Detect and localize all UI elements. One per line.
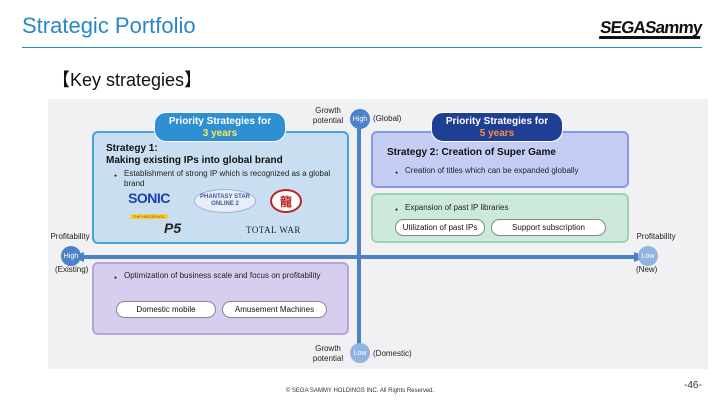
strategy-1-title-line1: Strategy 1:: [106, 143, 158, 154]
optimization-box: ● Optimization of business scale and foc…: [92, 262, 349, 335]
strategy-2-bullet: ● Creation of titles which can be expand…: [395, 166, 623, 178]
section-heading: 【Key strategies】: [52, 70, 203, 90]
sonic-logo-subtitle: THE HEDGEHOG: [129, 214, 169, 219]
page-number: -46-: [684, 380, 702, 391]
page-title: Strategic Portfolio: [22, 13, 196, 38]
profit-low-marker: Low: [638, 246, 658, 266]
strategy-1-bullet: ● Establishment of strong IP which is re…: [114, 169, 339, 189]
profit-high-marker: High: [61, 246, 81, 266]
support-subscription-pill: Support subscription: [491, 219, 606, 236]
strategy-2-bullet-text: Creation of titles which can be expanded…: [405, 166, 579, 175]
yakuza-logo: 龍: [270, 189, 302, 213]
growth-high-marker: High: [350, 109, 370, 129]
strategy-2-title: Strategy 2: Creation of Super Game: [387, 147, 556, 158]
bullet-icon: ●: [395, 170, 399, 176]
optimization-bullet-text: Optimization of business scale and focus…: [124, 271, 321, 280]
copyright-footer: © SEGA SAMMY HOLDINGS INC. All Rights Re…: [285, 388, 435, 394]
priority-3-years-line1: Priority Strategies for: [168, 116, 272, 127]
priority-5-years-banner: Priority Strategies for 5 years: [431, 112, 563, 142]
pso-logo-line1: PHANTASY STAR: [199, 194, 250, 200]
strategy-1-box: Strategy 1: Making existing IPs into glo…: [92, 131, 349, 244]
growth-potential-top-label: Growth potential: [312, 106, 344, 125]
growth-low-marker: Low: [350, 343, 370, 363]
sonic-logo: SONIC THE HEDGEHOG: [118, 191, 180, 223]
persona-5-logo: P5: [164, 220, 182, 236]
bullet-icon: ●: [395, 207, 399, 213]
pso-logo-line2: ONLINE 2: [211, 201, 239, 207]
bullet-icon: ●: [114, 173, 118, 179]
priority-5-years-line2: 5 years: [479, 128, 515, 139]
growth-high-note: (Global): [373, 114, 402, 123]
utilization-past-ips-pill: Utilization of past IPs: [395, 219, 485, 236]
profitability-left-label: Profitability: [50, 232, 90, 241]
ip-expansion-bullet: ● Expansion of past IP libraries: [395, 203, 623, 215]
total-war-logo: TOTAL WAR: [246, 225, 301, 235]
profitability-right-label: Profitability: [636, 232, 676, 241]
company-logo: SEGASammy: [599, 18, 703, 39]
profit-high-note: (Existing): [55, 265, 89, 274]
phantasy-star-online-logo: PHANTASY STAR ONLINE 2: [194, 189, 256, 213]
growth-potential-bottom-label: Growth potential: [312, 344, 344, 363]
growth-low-note: (Domestic): [373, 349, 412, 358]
domestic-mobile-pill: Domestic mobile: [116, 301, 216, 318]
amusement-machines-pill: Amusement Machines: [222, 301, 327, 318]
strategy-1-title-line2: Making existing IPs into global brand: [106, 155, 283, 166]
ip-expansion-box: ● Expansion of past IP libraries Utiliza…: [371, 193, 629, 243]
optimization-bullet: ● Optimization of business scale and foc…: [114, 271, 334, 283]
growth-axis-arrow: [352, 110, 366, 358]
strategy-1-bullet-text: Establishment of strong IP which is reco…: [124, 169, 331, 188]
profit-low-note: (New): [636, 265, 658, 274]
sonic-logo-text: SONIC: [128, 190, 170, 206]
bullet-icon: ●: [114, 275, 118, 281]
header-divider: [22, 47, 702, 48]
ip-expansion-bullet-text: Expansion of past IP libraries: [405, 203, 509, 212]
priority-5-years-line1: Priority Strategies for: [445, 116, 549, 127]
priority-3-years-line2: 3 years: [202, 128, 238, 139]
priority-3-years-banner: Priority Strategies for 3 years: [154, 112, 286, 142]
